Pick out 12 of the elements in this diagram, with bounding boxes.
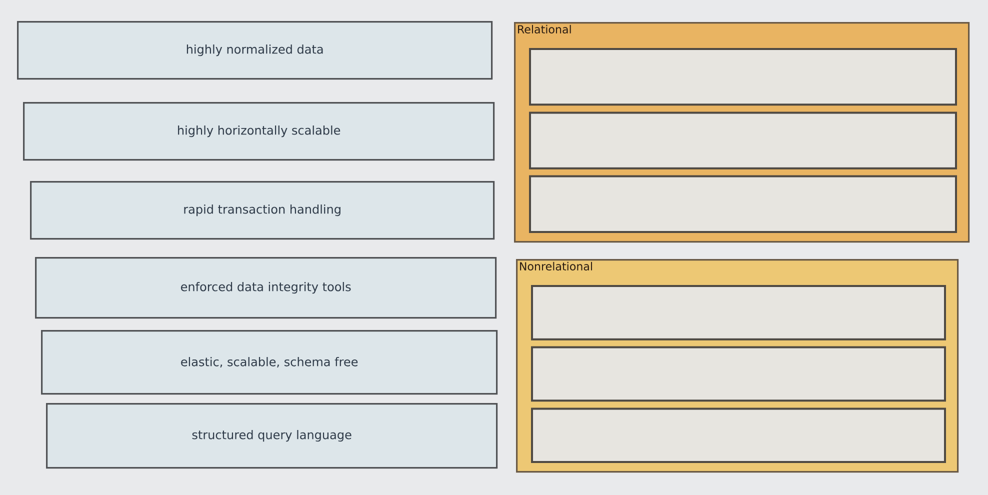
answer-box bbox=[531, 408, 946, 464]
answer-box bbox=[529, 48, 957, 106]
answer-box bbox=[529, 175, 957, 233]
option-box: structured query language bbox=[46, 403, 498, 469]
option-box: rapid transaction handling bbox=[30, 181, 495, 240]
answer-box bbox=[531, 285, 946, 340]
option-box: highly normalized data bbox=[17, 21, 493, 80]
answer-box bbox=[529, 112, 957, 170]
answer-box bbox=[531, 346, 946, 402]
option-box: enforced data integrity tools bbox=[35, 257, 497, 319]
option-box: highly horizontally scalable bbox=[23, 102, 495, 161]
option-box: elastic, scalable, schema free bbox=[41, 330, 498, 395]
